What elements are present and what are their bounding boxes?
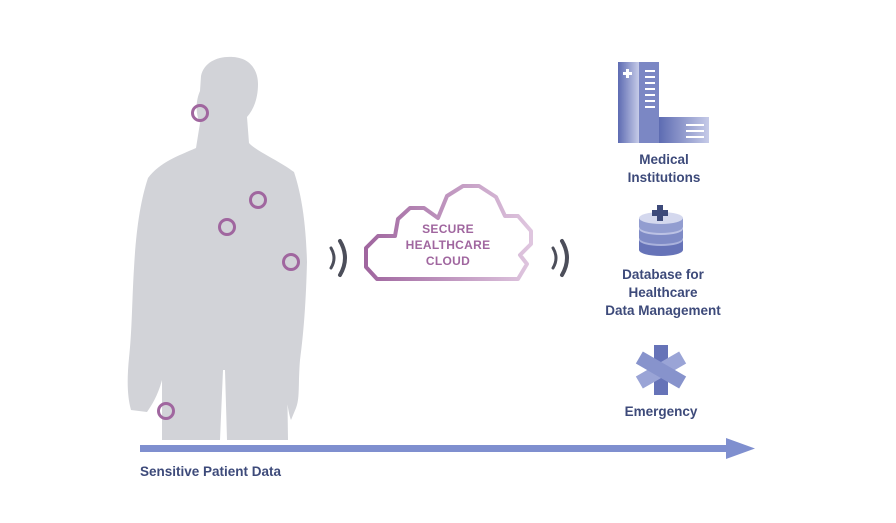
timeline-label: Sensitive Patient Data	[140, 464, 282, 479]
database-icon	[639, 205, 683, 256]
human-silhouette	[127, 56, 307, 440]
hospital-building-icon	[618, 62, 709, 143]
sensor-icon	[282, 253, 300, 271]
star-of-life-icon	[635, 345, 687, 395]
sensor-icon	[157, 402, 175, 420]
database-label-line-1: Database for	[622, 267, 704, 282]
cloud-label: SECURE HEALTHCARE CLOUD	[388, 221, 508, 269]
sensors	[157, 104, 300, 420]
signal-wave-icon	[329, 239, 347, 277]
cloud-label-line-3: CLOUD	[425, 254, 471, 268]
sensor-icon	[191, 104, 209, 122]
medical-institutions-label: Medical Institutions	[596, 151, 732, 187]
database-label-line-3: Data Management	[605, 303, 721, 318]
cloud-label-line-1: SECURE	[422, 222, 474, 236]
database-label-line-2: Healthcare	[628, 285, 698, 300]
sensor-icon	[249, 191, 267, 209]
database-label: Database for Healthcare Data Management	[590, 266, 736, 320]
cloud-icon	[364, 184, 533, 281]
medical-label-line-2: Institutions	[627, 170, 701, 185]
emergency-label: Emergency	[596, 403, 726, 421]
emergency-label-line-1: Emergency	[624, 404, 698, 419]
sensor-icon	[218, 218, 236, 236]
signal-wave-icon	[551, 239, 569, 277]
cloud-label-line-2: HEALTHCARE	[405, 238, 491, 252]
medical-label-line-1: Medical	[639, 152, 689, 167]
timeline-arrow	[140, 438, 755, 459]
